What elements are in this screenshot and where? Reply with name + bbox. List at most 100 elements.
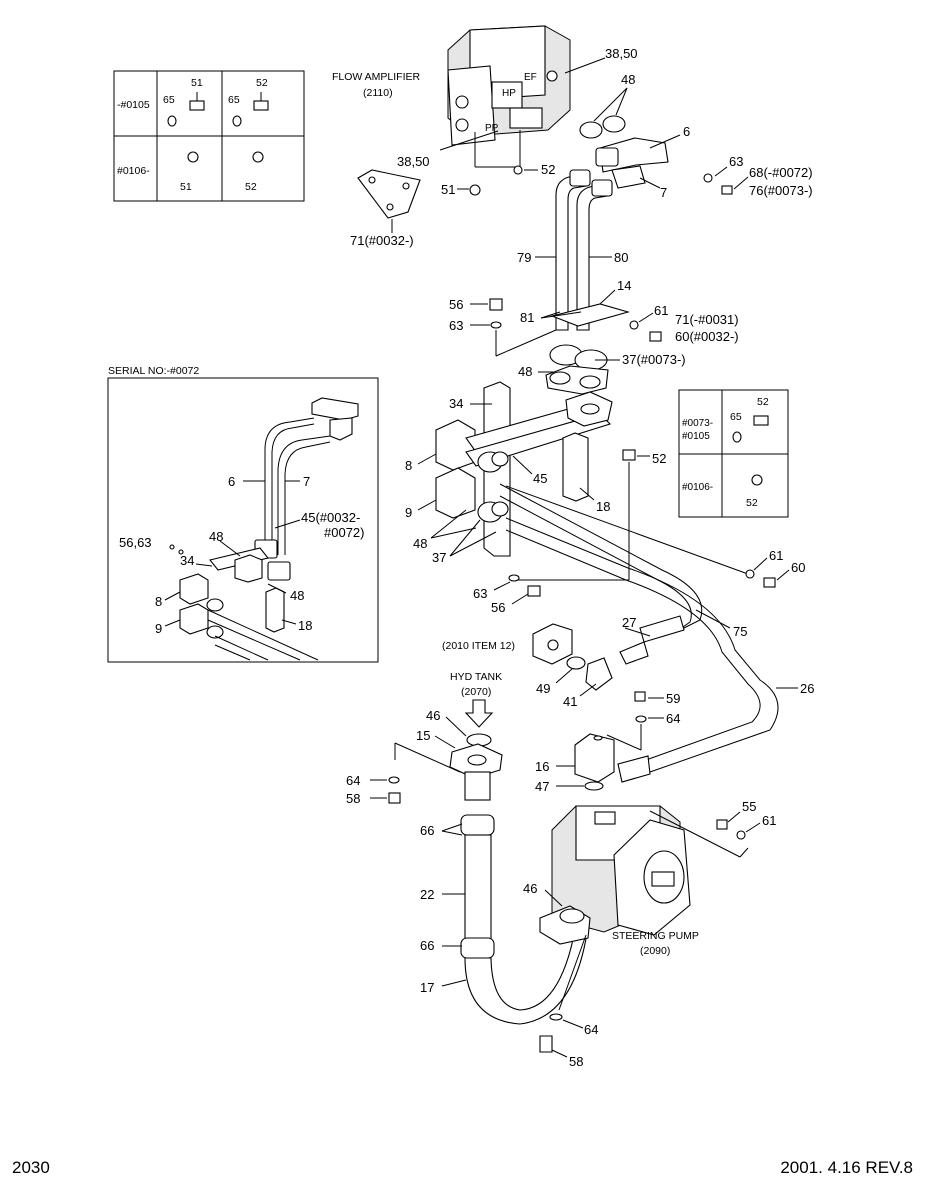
callout-7: 7 <box>660 185 667 200</box>
steering-pump-code: (2090) <box>640 945 670 957</box>
callout-34: 34 <box>449 396 463 411</box>
callout-37-top: 37(#0073-) <box>622 352 686 367</box>
table-top-part-65b: 65 <box>228 94 240 106</box>
port-hp: HP <box>502 88 516 99</box>
table-top-part-65a: 65 <box>163 94 175 106</box>
steering-pump-label: STEERING PUMP <box>612 930 699 942</box>
callout-46-bottom: 46 <box>523 881 537 896</box>
table-top-row1-label: -#0105 <box>117 99 150 111</box>
flow-amplifier-code: (2110) <box>363 87 393 99</box>
item-ref-label: (2010 ITEM 12) <box>442 640 515 652</box>
callout-61-upper: 61 <box>654 303 668 318</box>
callout-71-lower: 71(-#0031) <box>675 312 739 327</box>
variant-table-top: -#0105 #0106- 51 65 65 52 51 52 <box>113 70 305 202</box>
callout-14: 14 <box>617 278 631 293</box>
inset-callout-48-mid: 48 <box>290 588 304 603</box>
table-top-row2-label: #0106- <box>117 165 150 177</box>
callout-17: 17 <box>420 980 434 995</box>
callout-64-left: 64 <box>346 773 360 788</box>
callout-55: 55 <box>742 799 756 814</box>
callout-18: 18 <box>596 499 610 514</box>
serial-inset: SERIAL NO:-#0072 <box>107 365 379 663</box>
callout-58-left: 58 <box>346 791 360 806</box>
tubes-79-80 <box>555 169 613 331</box>
callout-15: 15 <box>416 728 430 743</box>
inset-callout-7: 7 <box>303 474 310 489</box>
inset-callout-45-a: 45(#0032- <box>301 510 360 525</box>
callout-64-mid: 64 <box>666 711 680 726</box>
flange-fittings <box>545 344 609 395</box>
callout-75: 75 <box>733 624 747 639</box>
callout-9: 9 <box>405 505 412 520</box>
callout-38-50-lower: 38,50 <box>397 154 430 169</box>
revision-date: 2001. 4.16 REV.8 <box>780 1158 913 1177</box>
steering-pump <box>551 805 691 936</box>
table-top-part-52b: 52 <box>245 181 257 193</box>
table-right-row2: #0106- <box>682 482 713 493</box>
callout-68: 68(-#0072) <box>749 165 813 180</box>
table-right-row1-b: #0105 <box>682 431 710 442</box>
callout-22: 22 <box>420 887 434 902</box>
callout-76: 76(#0073-) <box>749 183 813 198</box>
port-ef: EF <box>524 72 537 83</box>
inset-title: SERIAL NO:-#0072 <box>108 365 199 377</box>
callout-56-lower: 56 <box>491 600 505 615</box>
table-right-row1-a: #0073- <box>682 418 713 429</box>
hyd-tank-label: HYD TANK <box>450 671 502 683</box>
inset-callout-48-top: 48 <box>209 529 223 544</box>
table-right-65: 65 <box>730 411 742 423</box>
callout-46-top: 46 <box>426 708 440 723</box>
callout-49: 49 <box>536 681 550 696</box>
table-top-part-51b: 51 <box>180 181 192 193</box>
hyd-tank-code: (2070) <box>461 686 491 698</box>
callout-56-upper: 56 <box>449 297 463 312</box>
page-number: 2030 <box>12 1158 50 1177</box>
callout-66-bottom: 66 <box>420 938 434 953</box>
callout-58-bottom: 58 <box>569 1054 583 1069</box>
inset-callout-8: 8 <box>155 594 162 609</box>
port-pp: PP <box>485 123 499 134</box>
callout-80: 80 <box>614 250 628 265</box>
inset-callout-6: 6 <box>228 474 235 489</box>
suction-hose <box>460 814 588 1025</box>
callout-48-lower: 48 <box>413 536 427 551</box>
table-right-52b: 52 <box>746 497 758 509</box>
callout-60-mid: 60 <box>791 560 805 575</box>
flow-amplifier: EF HP PP <box>447 25 571 146</box>
callout-27: 27 <box>622 615 636 630</box>
callout-48-top: 48 <box>621 72 635 87</box>
callout-63-upper: 63 <box>449 318 463 333</box>
callout-8: 8 <box>405 458 412 473</box>
callout-6: 6 <box>683 124 690 139</box>
callout-37-lower: 37 <box>432 550 446 565</box>
table-right-52a: 52 <box>757 396 769 408</box>
hoses <box>499 483 779 783</box>
manifold-blocks <box>435 381 613 557</box>
callout-71-bracket: 71(#0032-) <box>350 233 414 248</box>
callout-61-lower: 61 <box>762 813 776 828</box>
callout-64-bottom: 64 <box>584 1022 598 1037</box>
table-top-part-52: 52 <box>256 77 268 89</box>
callout-52-mid: 52 <box>652 451 666 466</box>
callout-66-top: 66 <box>420 823 434 838</box>
callout-47: 47 <box>535 779 549 794</box>
callout-60-upper: 60(#0032-) <box>675 329 739 344</box>
callout-61-mid: 61 <box>769 548 783 563</box>
variant-table-right: #0073- #0105 #0106- 65 52 52 <box>678 389 789 518</box>
callout-52-top: 52 <box>541 162 555 177</box>
callout-51: 51 <box>441 182 455 197</box>
callout-48-mid: 48 <box>518 364 532 379</box>
callout-45: 45 <box>533 471 547 486</box>
callout-63-top: 63 <box>729 154 743 169</box>
inset-callout-45-b: #0072) <box>324 525 364 540</box>
callout-16: 16 <box>535 759 549 774</box>
bolt-icon <box>167 92 269 163</box>
callout-41: 41 <box>563 694 577 709</box>
callout-81: 81 <box>520 310 534 325</box>
flow-amplifier-label: FLOW AMPLIFIER <box>332 71 421 83</box>
callout-79: 79 <box>517 250 531 265</box>
inset-callout-34: 34 <box>180 553 194 568</box>
callout-38-50-top: 38,50 <box>605 46 638 61</box>
callout-26: 26 <box>800 681 814 696</box>
